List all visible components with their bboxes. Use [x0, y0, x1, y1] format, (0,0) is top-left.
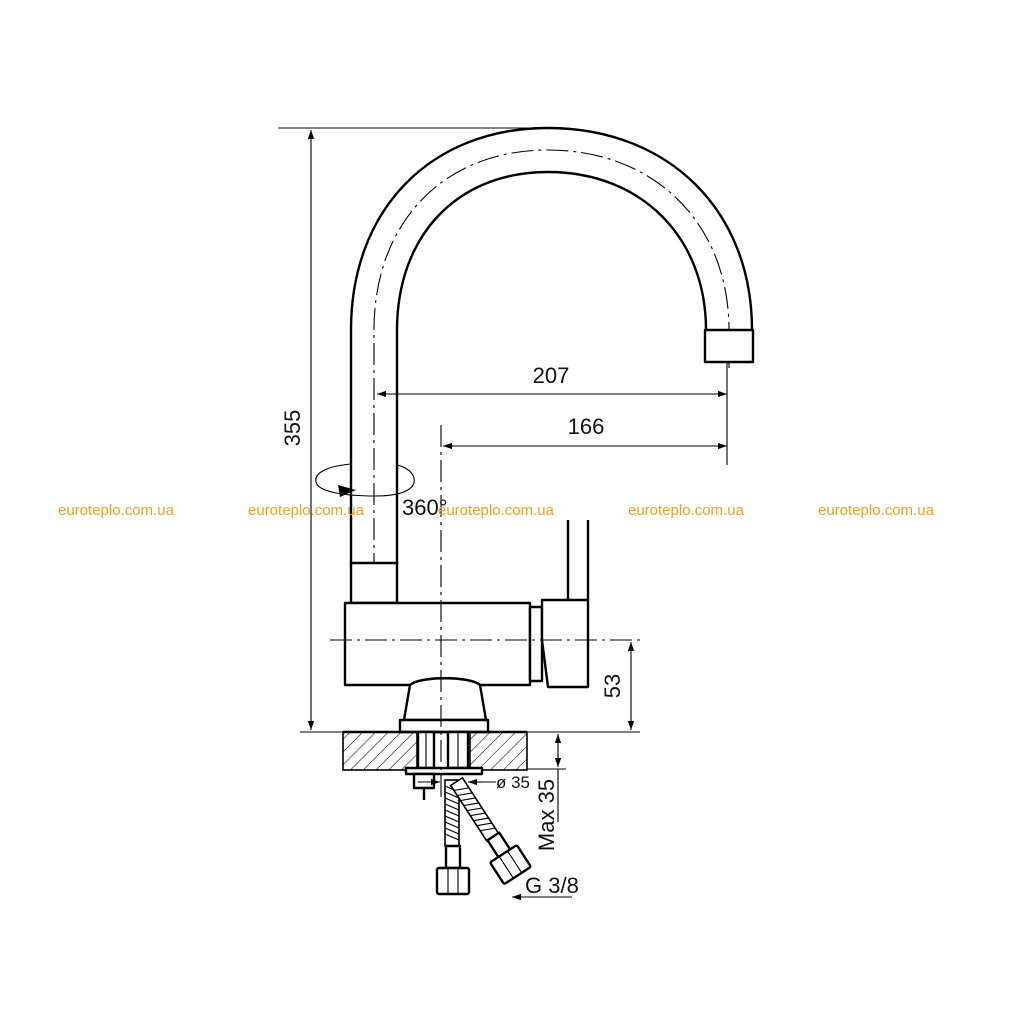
dimension-axis-to-outlet: 166 — [443, 362, 728, 465]
hose-nut-right — [489, 844, 532, 885]
base-ring — [398, 718, 490, 734]
max-thickness-label: Max 35 — [534, 779, 559, 851]
dimension-total-height: 355 — [278, 127, 640, 733]
lever-handle — [540, 598, 590, 689]
body-side-cap — [528, 605, 544, 683]
dimension-max-thickness: Max 35 — [527, 734, 566, 851]
watermark: euroteplo.com.ua — [248, 502, 365, 519]
watermark-row: euroteplo.com.ua euroteplo.com.ua eurote… — [58, 502, 935, 519]
watermark: euroteplo.com.ua — [58, 502, 175, 519]
spout-outlet-aerator — [703, 328, 755, 364]
watermark: euroteplo.com.ua — [628, 502, 745, 519]
center-lines — [330, 425, 640, 800]
axis-to-outlet-label: 166 — [568, 414, 605, 439]
flexible-hoses — [435, 776, 532, 896]
dimension-connection-thread: G 3/8 — [512, 873, 579, 901]
dimension-body-height: 53 — [600, 642, 635, 730]
spout-reach-label: 207 — [533, 363, 570, 388]
connection-thread-label: G 3/8 — [525, 873, 579, 898]
fixing-plate — [404, 766, 484, 776]
watermark: euroteplo.com.ua — [438, 502, 555, 519]
total-height-label: 355 — [280, 410, 305, 447]
base-neck — [402, 677, 488, 722]
spout-collar — [349, 561, 399, 605]
watermark: euroteplo.com.ua — [818, 502, 935, 519]
mounting-hole-label: ø 35 — [496, 773, 530, 792]
dimension-mounting-hole: ø 35 — [418, 773, 530, 792]
fixing-nut — [412, 772, 436, 790]
hose-nut-left — [435, 866, 471, 896]
faucet-body — [343, 520, 590, 734]
body-height-label: 53 — [600, 674, 625, 698]
dimension-spout-reach: 207 — [377, 363, 727, 398]
rotation-label: 360° — [402, 495, 448, 520]
rotation-indicator: 360° — [315, 463, 448, 520]
